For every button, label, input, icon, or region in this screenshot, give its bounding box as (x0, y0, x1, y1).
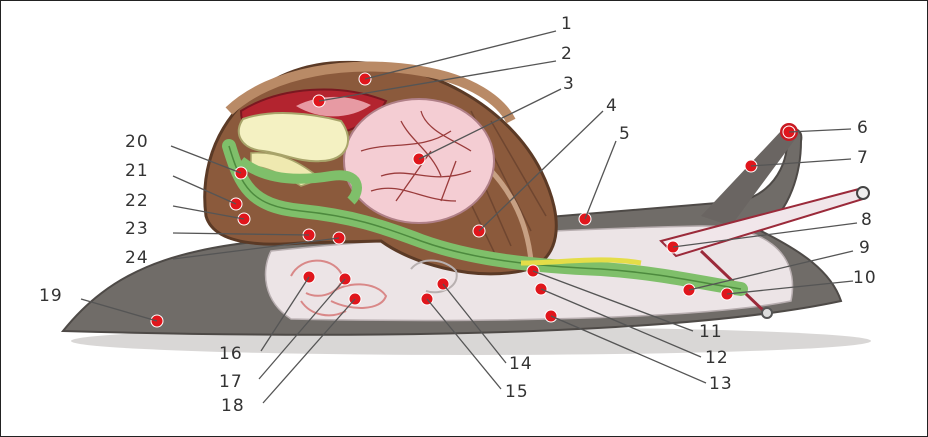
label-18: 18 (221, 396, 245, 416)
label-8: 8 (861, 210, 873, 230)
label-10: 10 (853, 268, 877, 288)
label-1: 1 (561, 14, 573, 34)
salivary-duct (521, 260, 641, 263)
label-22: 22 (125, 191, 149, 211)
label-21: 21 (125, 161, 149, 181)
label-5: 5 (619, 124, 631, 144)
label-17: 17 (219, 372, 243, 392)
label-7: 7 (857, 148, 869, 168)
label-2: 2 (561, 44, 573, 64)
label-3: 3 (563, 74, 575, 94)
label-16: 16 (219, 344, 243, 364)
label-13: 13 (709, 374, 733, 394)
label-11: 11 (699, 322, 723, 342)
label-4: 4 (606, 96, 618, 116)
leader-line-1 (365, 31, 556, 79)
label-9: 9 (859, 238, 871, 258)
label-23: 23 (125, 219, 149, 239)
label-15: 15 (505, 382, 529, 402)
label-14: 14 (509, 354, 533, 374)
label-19: 19 (39, 286, 63, 306)
lower-tentacle-tip (857, 187, 869, 199)
mouth-tip (762, 308, 772, 318)
label-6: 6 (857, 118, 869, 138)
label-20: 20 (125, 132, 149, 152)
leader-line-5 (585, 141, 616, 219)
label-24: 24 (125, 248, 149, 268)
label-12: 12 (705, 348, 729, 368)
